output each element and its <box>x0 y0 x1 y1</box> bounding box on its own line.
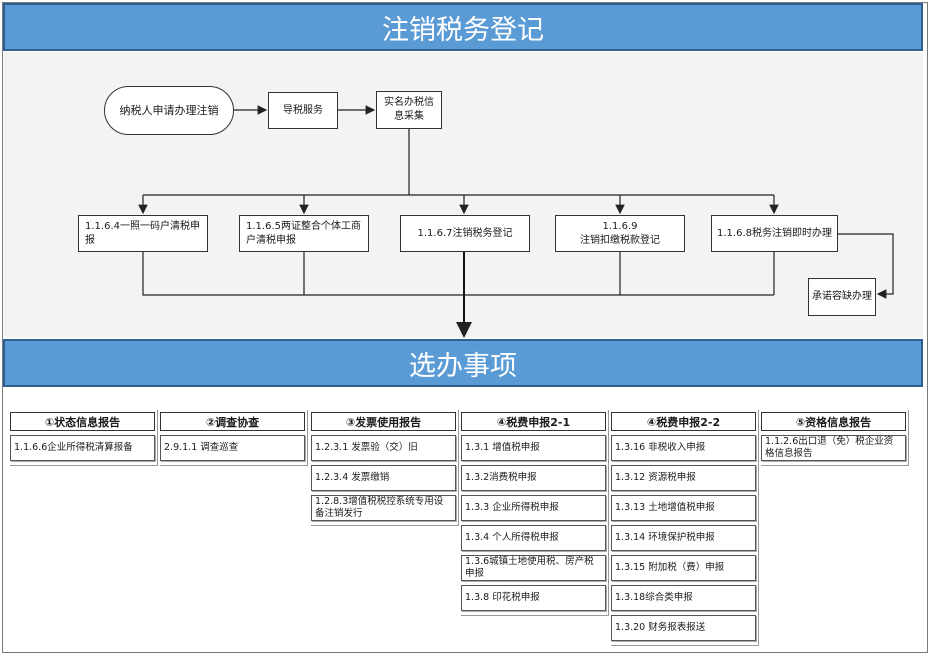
optional-item: 1.3.12 资源税申报 <box>611 465 756 491</box>
branch-label-2: 1.1.6.5两证整合个体工商户清税申报 <box>246 220 361 246</box>
start-node: 纳税人申请办理注销 <box>104 86 234 135</box>
optional-item: 1.1.6.6企业所得税清算报备 <box>10 435 155 461</box>
branch-label-4: 1.1.6.9 注销扣缴税款登记 <box>580 220 660 246</box>
optional-item: 1.3.14 环境保护税申报 <box>611 525 756 551</box>
branch-label-3: 1.1.6.7注销税务登记 <box>417 227 513 239</box>
collect-node: 实名办税信息采集 <box>376 91 442 129</box>
commit-label: 承诺容缺办理 <box>812 291 872 302</box>
optional-column-frame <box>461 410 609 616</box>
optional-column-frame <box>311 410 459 526</box>
optional-item: 1.3.3 企业所得税申报 <box>461 495 606 521</box>
optional-column-frame <box>160 410 308 466</box>
optional-item: 1.3.1 增值税申报 <box>461 435 606 461</box>
optional-column-title: ③发票使用报告 <box>311 412 456 431</box>
optional-item: 1.3.18综合类申报 <box>611 585 756 611</box>
optional-section-title: 选办事项 <box>3 339 923 387</box>
optional-item: 1.2.8.3增值税税控系统专用设备注销发行 <box>311 495 456 521</box>
optional-item: 1.3.6城镇土地使用税、房产税申报 <box>461 555 606 581</box>
optional-item: 1.1.2.6出口退（免）税企业资格信息报告 <box>761 435 906 461</box>
branch-node-1: 1.1.6.4一照一码户清税申报 <box>78 215 208 252</box>
branch-node-4: 1.1.6.9 注销扣缴税款登记 <box>555 215 685 252</box>
optional-item: 1.3.4 个人所得税申报 <box>461 525 606 551</box>
branch-label-1: 1.1.6.4一照一码户清税申报 <box>85 220 200 246</box>
branch-label-5: 1.1.6.8税务注销即时办理 <box>717 227 832 239</box>
optional-item: 1.3.16 非税收入申报 <box>611 435 756 461</box>
optional-item: 1.2.3.1 发票验（交）旧 <box>311 435 456 461</box>
optional-column-title: ⑤资格信息报告 <box>761 412 906 431</box>
optional-column-frame <box>761 410 909 466</box>
branch-node-2: 1.1.6.5两证整合个体工商户清税申报 <box>239 215 369 252</box>
page-title: 注销税务登记 <box>3 3 923 51</box>
start-label: 纳税人申请办理注销 <box>119 103 219 117</box>
optional-item: 1.3.13 土地增值税申报 <box>611 495 756 521</box>
guide-node: 导税服务 <box>268 92 338 129</box>
optional-column-title: ①状态信息报告 <box>10 412 155 431</box>
guide-label: 导税服务 <box>283 104 323 116</box>
optional-column-frame <box>10 410 158 466</box>
branch-node-5: 1.1.6.8税务注销即时办理 <box>711 215 838 252</box>
optional-item: 1.3.20 财务报表报送 <box>611 615 756 641</box>
optional-item: 1.3.15 附加税（费）申报 <box>611 555 756 581</box>
collect-label: 实名办税信息采集 <box>384 97 434 122</box>
optional-column-frame <box>611 410 759 646</box>
optional-item: 1.3.2消费税申报 <box>461 465 606 491</box>
optional-column-title: ④税费申报2-2 <box>611 412 756 431</box>
optional-column-title: ④税费申报2-1 <box>461 412 606 431</box>
commit-node: 承诺容缺办理 <box>808 278 876 316</box>
optional-item: 1.2.3.4 发票缴销 <box>311 465 456 491</box>
optional-item: 1.3.8 印花税申报 <box>461 585 606 611</box>
optional-column-title: ②调查协查 <box>160 412 305 431</box>
branch-node-3: 1.1.6.7注销税务登记 <box>400 215 530 252</box>
optional-item: 2.9.1.1 调查巡查 <box>160 435 305 461</box>
